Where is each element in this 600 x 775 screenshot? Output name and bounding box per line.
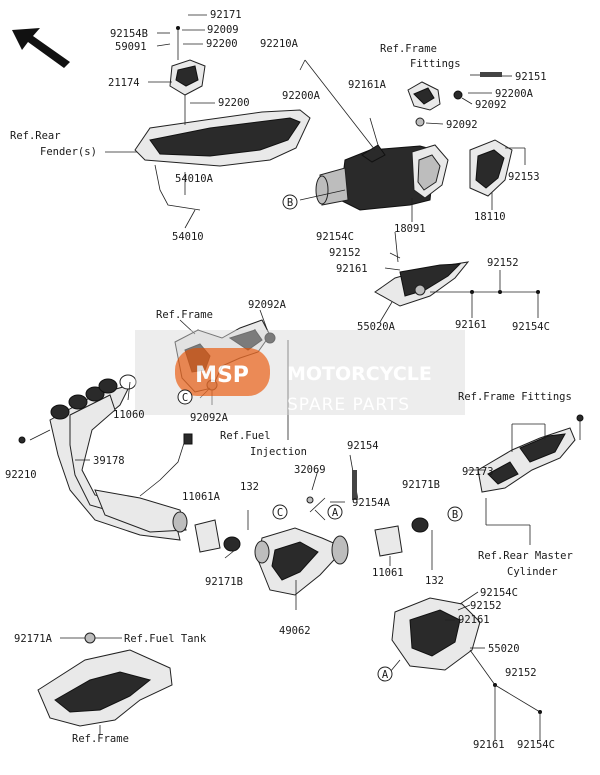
front-direction-arrow-icon (12, 28, 70, 68)
label-55020: 55020 (488, 643, 520, 655)
label-18091: 18091 (394, 223, 426, 235)
label-54010A: 54010A (175, 173, 214, 185)
label-92009: 92009 (207, 24, 239, 36)
heat-guard-55020 (389, 591, 542, 740)
label-55020A: 55020A (357, 321, 396, 333)
label-ref-frame-bottom: Ref.Frame (72, 733, 129, 745)
watermark-badge: MSP (195, 363, 249, 388)
callout-A-bottom: A (382, 669, 389, 681)
footrest-bracket-right (468, 414, 584, 545)
label-ref-fuel-tank: Ref.Fuel Tank (124, 633, 207, 645)
label-132-b: 132 (425, 575, 444, 587)
label-92152-a: 92152 (329, 247, 361, 259)
label-32069: 32069 (294, 464, 326, 476)
cover-55020A (374, 231, 540, 323)
label-49062: 49062 (279, 625, 311, 637)
label-92171A: 92171A (14, 633, 53, 645)
watermark: MSP MOTORCYCLE SPARE PARTS (135, 330, 465, 415)
label-92092A-a: 92092A (248, 299, 287, 311)
label-ref-fuel-injection-1: Ref.Fuel (220, 430, 271, 442)
label-92161-b: 92161 (455, 319, 487, 331)
watermark-line2: SPARE PARTS (287, 395, 410, 415)
rear-fender-assembly (134, 26, 311, 211)
label-92154C-d: 92154C (517, 739, 555, 751)
label-ref-frame-mid: Ref.Frame (156, 309, 213, 321)
label-92153: 92153 (508, 171, 540, 183)
label-92161A: 92161A (348, 79, 387, 91)
label-18110: 18110 (474, 211, 506, 223)
label-92161-a: 92161 (336, 263, 368, 275)
callout-B-lower: B (452, 509, 458, 521)
connector-pipe-49062 (194, 454, 433, 610)
label-59091: 59091 (115, 41, 147, 53)
label-92200-a: 92200 (206, 38, 238, 50)
watermark-line1: MOTORCYCLE (287, 363, 432, 385)
label-54010: 54010 (172, 231, 204, 243)
label-92092A-b: 92092A (190, 412, 229, 424)
label-92173: 92173 (462, 466, 494, 478)
fender-leader-lines (105, 14, 215, 229)
silencer-assembly (299, 59, 513, 211)
label-92154: 92154 (347, 440, 379, 452)
label-92151: 92151 (515, 71, 547, 83)
label-92154C-a: 92154C (316, 231, 354, 243)
label-92154A: 92154A (352, 497, 391, 509)
label-ref-rear-fender-2: Fender(s) (40, 146, 97, 158)
label-132-a: 132 (240, 481, 259, 493)
label-92200A-right: 92200A (495, 88, 534, 100)
label-92210A: 92210A (260, 38, 299, 50)
label-92210: 92210 (5, 469, 37, 481)
callout-markers: B C C A B A (177, 194, 463, 682)
part-labels: 92171 92154B 92009 59091 92200 21174 922… (5, 9, 573, 751)
label-ref-fuel-injection-2: Injection (250, 446, 307, 458)
label-11061: 11061 (372, 567, 404, 579)
top-right-leader-lines (299, 59, 526, 222)
label-92200A-left: 92200A (282, 90, 321, 102)
label-ref-rear-fender-1: Ref.Rear (10, 130, 61, 142)
label-92152-b: 92152 (487, 257, 519, 269)
exhaust-header-pipes (18, 374, 193, 541)
callout-A-lower: A (332, 507, 339, 519)
label-11060: 11060 (113, 409, 145, 421)
callout-B-top: B (287, 197, 293, 209)
frame-bracket-bottom (37, 632, 173, 735)
callout-C-mid: C (182, 392, 188, 404)
label-92092-b: 92092 (446, 119, 478, 131)
label-92161-c: 92161 (458, 614, 490, 626)
label-11061A: 11061A (182, 491, 221, 503)
label-ref-frame-fittings-right: Ref.Frame Fittings (458, 391, 572, 403)
label-ref-rear-master-2: Cylinder (507, 566, 558, 578)
frame-fittings-top (407, 72, 502, 127)
label-92171B-b: 92171B (205, 576, 243, 588)
label-ref-frame-fittings-top-1: Ref.Frame (380, 43, 437, 55)
label-92161-d: 92161 (473, 739, 505, 751)
label-92092-a: 92092 (475, 99, 507, 111)
label-92154C-c: 92154C (480, 587, 518, 599)
label-92152-d: 92152 (505, 667, 537, 679)
label-92200-b: 92200 (218, 97, 250, 109)
label-39178: 39178 (93, 455, 125, 467)
label-21174: 21174 (108, 77, 140, 89)
label-92154B: 92154B (110, 28, 148, 40)
label-ref-frame-fittings-top-2: Fittings (410, 58, 461, 70)
label-ref-rear-master-1: Ref.Rear Master (478, 550, 573, 562)
label-92171B-a: 92171B (402, 479, 440, 491)
callout-C-lower: C (277, 507, 283, 519)
label-92154C-b: 92154C (512, 321, 550, 333)
label-92171: 92171 (210, 9, 242, 21)
label-92152-c: 92152 (470, 600, 502, 612)
